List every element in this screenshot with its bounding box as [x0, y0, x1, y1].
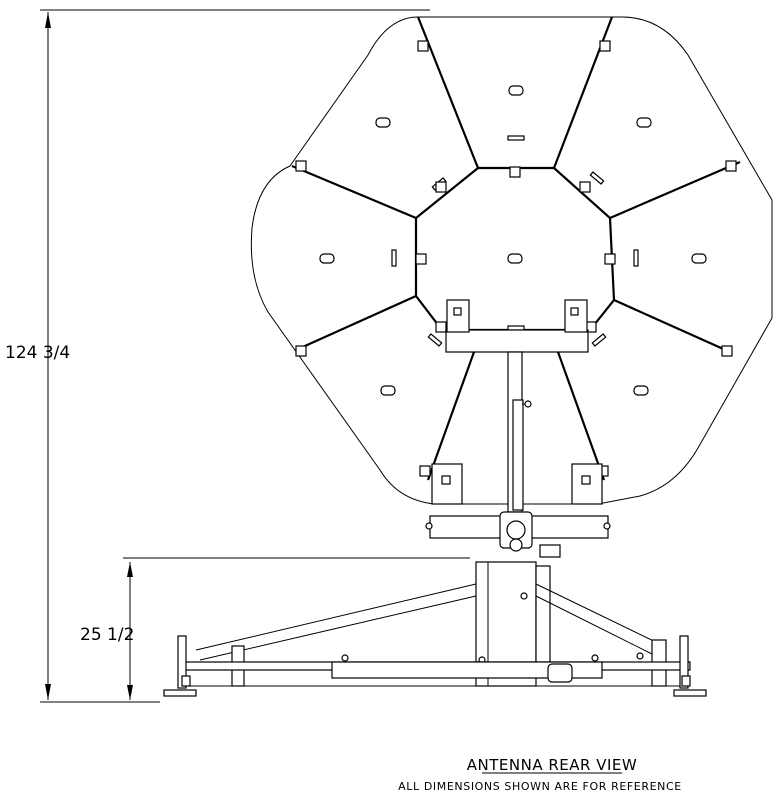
base-height-label: 25 1/2: [80, 625, 134, 645]
overall-height-label: 124 3/4: [5, 343, 70, 363]
overall-height-dimension: 124 3/4: [5, 9, 430, 700]
panel-slots: [319, 85, 707, 396]
title-block: ANTENNA REAR VIEW ALL DIMENSIONS SHOWN A…: [398, 756, 682, 793]
base-height-dimension: 25 1/2: [40, 557, 470, 703]
base-frame: [163, 635, 707, 697]
reflector-dish: [250, 16, 773, 505]
support-mast: [507, 351, 532, 513]
lower-mount-bracket: [425, 463, 611, 558]
drawing-title: ANTENNA REAR VIEW: [467, 756, 637, 774]
reference-note: ALL DIMENSIONS SHOWN ARE FOR REFERENCE: [398, 780, 682, 793]
panel-latches: [295, 40, 737, 477]
upper-mount-bracket: [445, 299, 589, 353]
pedestal: [475, 561, 551, 687]
